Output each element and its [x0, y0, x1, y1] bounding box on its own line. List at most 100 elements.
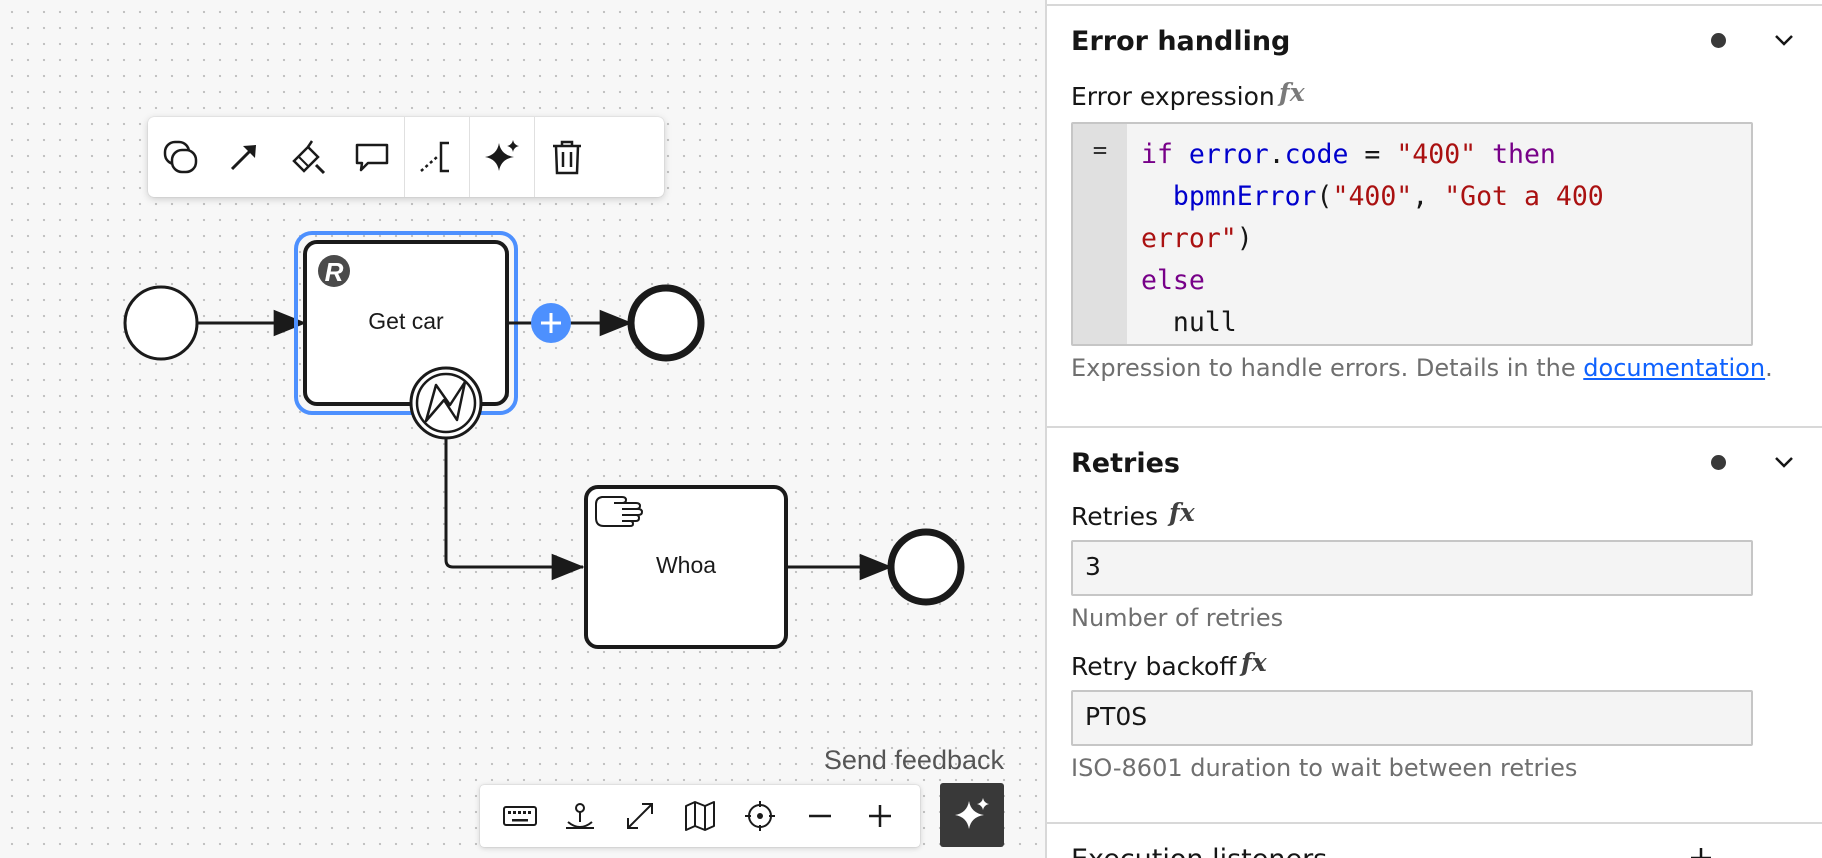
group-title-execution-listeners[interactable]: Execution listeners [1071, 844, 1327, 858]
context-pad-separator [404, 117, 405, 197]
sparkle-icon [955, 798, 989, 829]
code-token: null [1141, 307, 1237, 338]
group-data-indicator [1711, 33, 1726, 48]
code-token: error [1188, 139, 1269, 170]
properties-panel: Error handling Error expression fx = if … [1045, 0, 1822, 858]
description-suffix: . [1765, 354, 1773, 382]
documentation-link[interactable]: documentation [1583, 354, 1766, 382]
context-pad-separator [469, 117, 470, 197]
delete-button[interactable] [535, 117, 599, 197]
map-icon [685, 801, 715, 831]
code-token: "400" [1396, 139, 1477, 170]
description-text: Expression to handle errors. Details in … [1071, 354, 1584, 382]
bpmn-diagram: R [123, 231, 965, 649]
feel-gutter: = [1073, 124, 1127, 344]
group-retries: Retries Retries fx 3 Number of retries R… [1047, 426, 1822, 822]
reset-view-button[interactable] [558, 794, 602, 838]
fx-toggle-icon[interactable]: fx [1169, 498, 1195, 527]
connect-button[interactable] [212, 117, 276, 197]
business-rule-icon: R [318, 255, 350, 287]
zoom-in-button[interactable] [858, 794, 902, 838]
ai-assistant-button[interactable] [940, 783, 1004, 847]
code-content[interactable]: if error.code = "400" then bpmnError("40… [1141, 134, 1743, 344]
code-token: error" [1141, 223, 1237, 254]
start-event[interactable] [123, 285, 199, 361]
sparkle-icon [485, 140, 519, 171]
text-annotation-button[interactable] [405, 117, 469, 197]
append-button[interactable] [531, 303, 571, 343]
paintbrush-icon [292, 140, 326, 175]
retries-description: Number of retries [1071, 604, 1284, 632]
code-line: bpmnError("400", "Got a 400 [1141, 176, 1743, 218]
sequence-flow-error-to-whoa[interactable] [444, 438, 585, 581]
trash-icon [553, 140, 581, 175]
svg-text:R: R [325, 257, 344, 287]
code-token: else [1141, 265, 1205, 296]
code-line: else [1141, 260, 1743, 302]
code-token: "Got a 400 [1444, 181, 1604, 212]
code-line: null [1141, 302, 1743, 344]
code-token: , [1412, 181, 1445, 212]
error-expression-label: Error expression [1071, 82, 1275, 111]
group-title-retries[interactable]: Retries [1071, 448, 1180, 479]
manual-task-icon [595, 496, 644, 527]
keyboard-shortcuts-button[interactable] [498, 794, 542, 838]
code-token: code [1284, 139, 1349, 170]
fx-toggle-icon[interactable]: fx [1279, 78, 1305, 107]
error-icon [424, 380, 467, 423]
end-event-2[interactable] [887, 528, 965, 606]
code-token: ( [1316, 181, 1333, 212]
fullscreen-button[interactable] [618, 794, 662, 838]
send-feedback-link[interactable]: Send feedback [823, 745, 1004, 775]
retries-input[interactable]: 3 [1071, 540, 1753, 596]
modeler-canvas[interactable]: R Get car Whoa [0, 0, 1045, 858]
retry-backoff-label: Retry backoff [1071, 652, 1237, 681]
code-token: = [1348, 139, 1397, 170]
code-token: ) [1236, 223, 1253, 254]
code-line: if error.code = "400" then [1141, 134, 1743, 176]
error-expression-editor[interactable]: = if error.code = "400" then bpmnError("… [1071, 122, 1753, 346]
retry-backoff-input[interactable]: PT0S [1071, 690, 1753, 746]
minus-icon [809, 814, 831, 818]
keyboard-icon [503, 806, 537, 826]
group-title-error-handling[interactable]: Error handling [1071, 26, 1291, 57]
code-token: then [1476, 139, 1556, 170]
context-pad [148, 117, 664, 197]
error-expression-description: Expression to handle errors. Details in … [1071, 354, 1773, 382]
code-token: if [1141, 139, 1189, 170]
group-error-handling: Error handling Error expression fx = if … [1047, 4, 1822, 428]
chevron-down-icon[interactable] [1770, 448, 1798, 476]
ai-suggest-button[interactable] [470, 117, 534, 197]
arrow-connect-icon [230, 145, 256, 171]
boundary-error-event[interactable] [409, 366, 483, 440]
task-label-get-car: Get car [368, 308, 444, 334]
code-token [1141, 181, 1173, 212]
group-data-indicator [1711, 455, 1726, 470]
append-task-button[interactable] [148, 117, 212, 197]
focus-button[interactable] [738, 794, 782, 838]
code-token: bpmnError [1172, 181, 1317, 212]
code-line: error") [1141, 218, 1743, 260]
comment-icon [355, 143, 389, 172]
chevron-down-icon[interactable] [1770, 26, 1798, 54]
plus-icon [869, 805, 891, 827]
code-token: . [1268, 139, 1285, 170]
append-annotation-button[interactable] [340, 117, 404, 197]
retries-label: Retries [1071, 502, 1159, 531]
text-annotation-icon [420, 141, 449, 173]
zoom-out-button[interactable] [798, 794, 842, 838]
fx-toggle-icon[interactable]: fx [1241, 648, 1267, 677]
task-label-whoa: Whoa [655, 552, 717, 578]
expand-icon [627, 803, 653, 829]
plus-icon[interactable] [1687, 844, 1715, 858]
home-view-icon [566, 803, 594, 829]
change-color-button[interactable] [276, 117, 340, 197]
end-event-1[interactable] [627, 284, 705, 362]
code-token: "400" [1332, 181, 1413, 212]
retry-backoff-description: ISO-8601 duration to wait between retrie… [1071, 754, 1578, 782]
group-execution-listeners: Execution listeners [1047, 822, 1822, 858]
canvas-toolbar [480, 785, 920, 847]
context-pad-separator [534, 117, 535, 197]
overlapping-shapes-icon [163, 140, 198, 174]
minimap-button[interactable] [678, 794, 722, 838]
